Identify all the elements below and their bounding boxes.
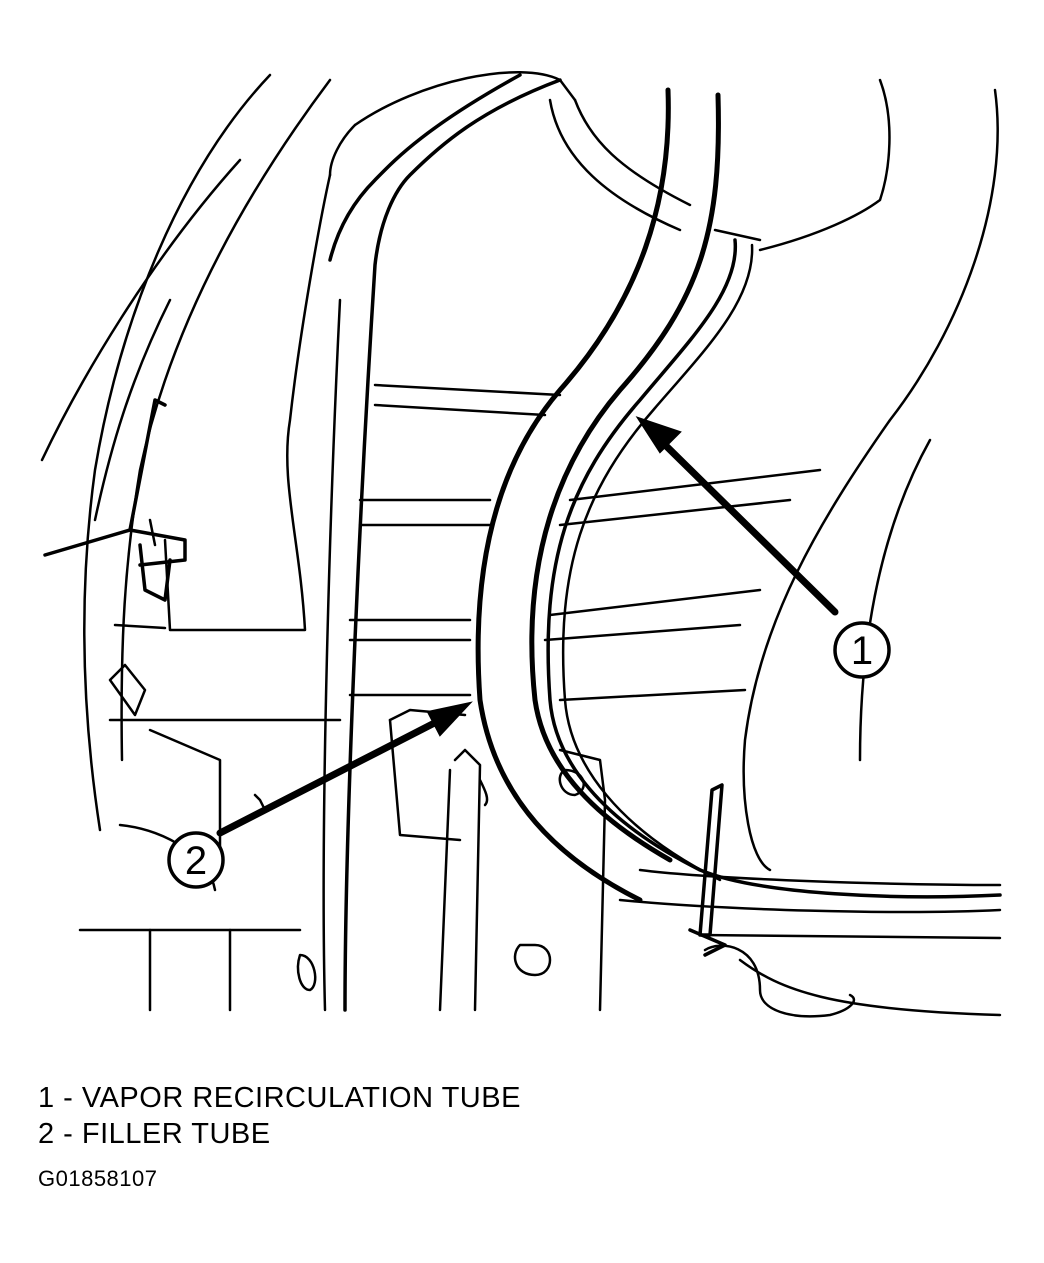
callout-1-number: 1 (851, 629, 873, 673)
leader-arrow-1 (635, 416, 839, 616)
legend-item-1: 1 - VAPOR RECIRCULATION TUBE (38, 1082, 521, 1114)
mounting-bracket-left (43, 398, 187, 717)
cross-members (348, 383, 822, 702)
legend: 1 - VAPOR RECIRCULATION TUBE 2 - FILLER … (38, 1080, 521, 1152)
vapor-recirculation-tube (546, 238, 1002, 899)
vapor-recirculation-diagram: 1 2 (40, 71, 1002, 1018)
figure-id: G01858107 (38, 1166, 158, 1191)
callout-1: 1 (833, 621, 891, 679)
center-mounting-plate (253, 708, 607, 1012)
callout-2: 2 (167, 831, 225, 889)
fuel-tank-body (548, 78, 1002, 1018)
vertical-post (322, 73, 562, 1012)
filler-tube (475, 87, 762, 903)
inner-fender-panel (78, 71, 577, 1012)
callout-2-number: 2 (185, 839, 207, 883)
tube-clamp (688, 783, 727, 957)
legend-item-2: 2 - FILLER TUBE (38, 1118, 271, 1150)
leader-arrow-2 (216, 701, 473, 837)
wheel-arch-outline (40, 73, 332, 832)
